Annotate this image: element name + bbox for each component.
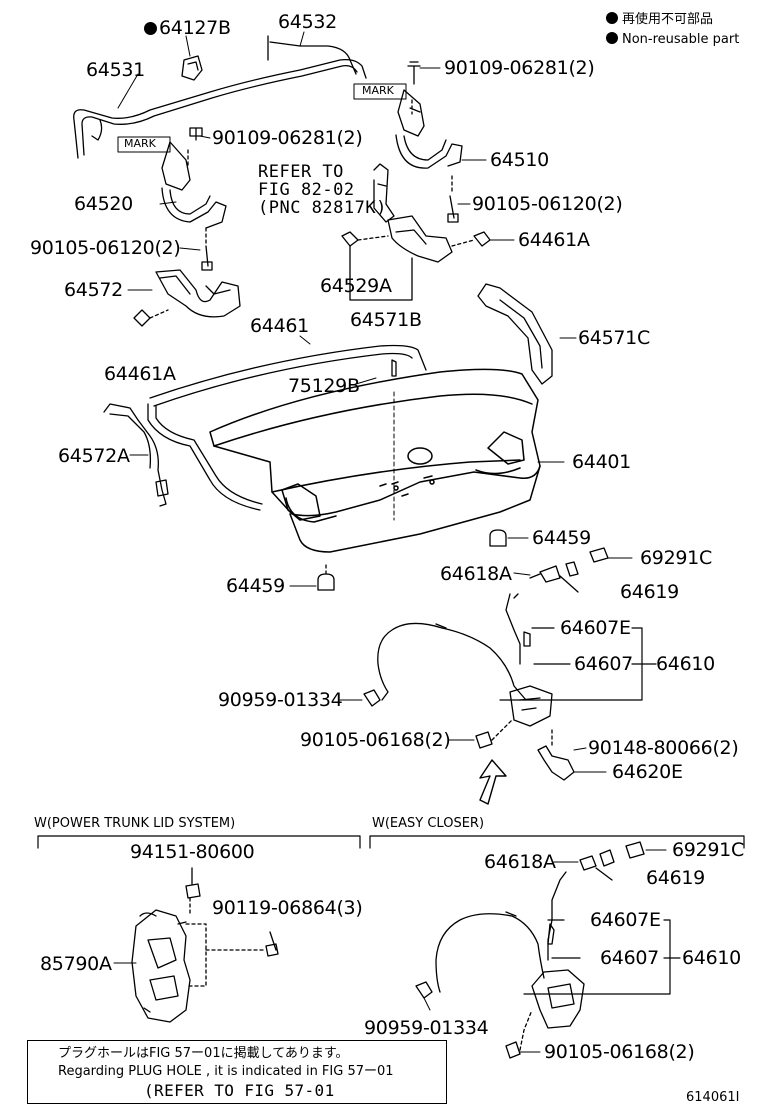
hinge-64520 bbox=[117, 127, 227, 271]
part-label-64610-upper: 64610 bbox=[656, 653, 715, 675]
part-label-64510: 64510 bbox=[490, 149, 549, 171]
part-label-64459-right: 64459 bbox=[532, 527, 591, 549]
harness-clamp-82817K bbox=[373, 163, 395, 223]
non-reusable-dot-icon bbox=[606, 32, 618, 44]
part-label-94151-80600: 94151-80600 bbox=[130, 841, 255, 863]
part-label-64572A: 64572A bbox=[58, 445, 130, 467]
hinge-64529A bbox=[341, 215, 491, 301]
part-label-69291C-upper: 69291C bbox=[640, 547, 712, 569]
part-label-64571B: 64571B bbox=[350, 309, 422, 331]
non-reusable-dot-icon bbox=[144, 22, 157, 35]
part-label-64607-lower: 64607 bbox=[600, 947, 659, 969]
clip-64127B bbox=[181, 55, 203, 81]
non-reusable-dot-icon bbox=[606, 12, 618, 24]
legend-non-reusable-jp: 再使用不可部品 bbox=[606, 12, 713, 27]
part-label-90959-01334-lower: 90959-01334 bbox=[364, 1017, 489, 1039]
arrow-up bbox=[479, 759, 507, 805]
refer-line-2: FIG 82-02 bbox=[258, 180, 355, 200]
actuator-upper bbox=[529, 547, 609, 593]
harness-64572A bbox=[103, 403, 169, 507]
part-label-69291C-lower: 69291C bbox=[672, 839, 744, 861]
part-label-90109-06281-left: 90109-06281(2) bbox=[212, 127, 363, 149]
part-label-64607E-lower: 64607E bbox=[590, 909, 661, 931]
gutter-64571C bbox=[477, 283, 553, 385]
part-label-64572: 64572 bbox=[64, 279, 123, 301]
section-power-trunk: W(POWER TRUNK LID SYSTEM) bbox=[34, 816, 236, 831]
part-label-64459-left: 64459 bbox=[226, 575, 285, 597]
part-label-64401: 64401 bbox=[572, 451, 631, 473]
plug-hole-note-box bbox=[27, 1040, 447, 1104]
part-label-64461A-lower: 64461A bbox=[104, 363, 176, 385]
callout-64610-upper bbox=[499, 627, 657, 701]
part-label-90109-06281-right: 90109-06281(2) bbox=[444, 57, 595, 79]
section-lines bbox=[37, 835, 745, 849]
part-label-64618A-upper: 64618A bbox=[440, 563, 512, 585]
part-label-90119-06864: 90119-06864(3) bbox=[212, 897, 363, 919]
part-label-64620E: 64620E bbox=[612, 761, 683, 783]
bumper-64459 bbox=[317, 529, 507, 591]
part-label-64531: 64531 bbox=[86, 59, 145, 81]
part-label-64619-upper: 64619 bbox=[620, 581, 679, 603]
legend-non-reusable-en: Non-reusable part bbox=[606, 32, 739, 47]
easy-closer-lower bbox=[415, 841, 645, 1059]
cable-lock-upper bbox=[363, 593, 575, 781]
callout-64610-lower bbox=[523, 919, 681, 995]
part-label-64532: 64532 bbox=[278, 11, 337, 33]
section-easy-closer: W(EASY CLOSER) bbox=[372, 816, 485, 831]
trunk-lid-64401 bbox=[209, 368, 541, 553]
refer-line-3: (PNC 82817K) bbox=[258, 198, 387, 218]
part-label-64461: 64461 bbox=[250, 315, 309, 337]
refer-line-1: REFER TO bbox=[258, 162, 344, 182]
part-label-64607E-upper: 64607E bbox=[560, 617, 631, 639]
weatherstrip-64461 bbox=[147, 344, 427, 511]
part-label-64610-lower: 64610 bbox=[682, 947, 741, 969]
part-label-64607-upper: 64607 bbox=[574, 653, 633, 675]
part-label-64571C: 64571C bbox=[578, 327, 650, 349]
note-refer: (REFER TO FIG 57-01 bbox=[144, 1081, 335, 1100]
part-label-64619-lower: 64619 bbox=[646, 867, 705, 889]
bracket-64572 bbox=[133, 269, 241, 327]
note-en: Regarding PLUG HOLE , it is indicated in… bbox=[58, 1064, 394, 1079]
part-label-75129B: 75129B bbox=[288, 375, 360, 397]
part-label-85790A: 85790A bbox=[40, 953, 112, 975]
mark-label-left: MARK bbox=[124, 137, 156, 150]
part-label-64461A-upper: 64461A bbox=[518, 229, 590, 251]
note-jp: プラグホールはFIG 57ー01に掲載してあります。 bbox=[58, 1046, 349, 1061]
part-label-90959-01334-upper: 90959-01334 bbox=[218, 689, 343, 711]
cable-64532 bbox=[267, 35, 357, 75]
leader-lines bbox=[113, 31, 667, 1053]
hinge-64510 bbox=[353, 61, 463, 223]
part-label-64529A: 64529A bbox=[320, 275, 392, 297]
part-label-64618A-lower: 64618A bbox=[484, 851, 556, 873]
cable-64531 bbox=[73, 58, 367, 159]
part-label-90148-80066: 90148-80066(2) bbox=[588, 737, 739, 759]
mark-label-right: MARK bbox=[362, 84, 394, 97]
part-label-64520: 64520 bbox=[74, 193, 133, 215]
figure-id: 614061I bbox=[686, 1090, 740, 1105]
power-motor-85790A bbox=[131, 867, 279, 1023]
part-label-90105-06168-upper: 90105-06168(2) bbox=[300, 729, 451, 751]
part-label-90105-06120-left: 90105-06120(2) bbox=[30, 237, 181, 259]
part-label-90105-06120-right: 90105-06120(2) bbox=[472, 193, 623, 215]
part-label-90105-06168-lower: 90105-06168(2) bbox=[544, 1041, 695, 1063]
part-label-64127B: 64127B bbox=[144, 18, 231, 38]
